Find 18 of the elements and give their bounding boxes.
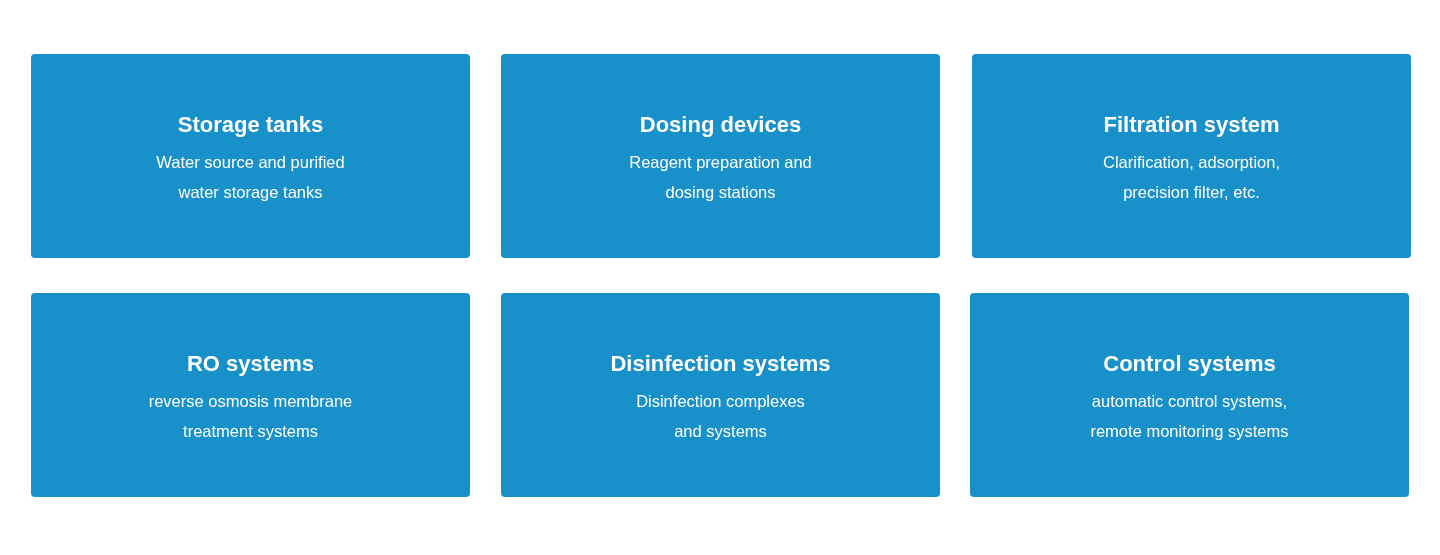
category-card	[970, 293, 1409, 497]
category-card	[972, 54, 1411, 258]
card-description: Disinfection complexes and systems	[635, 391, 806, 442]
card-title: Filtration system	[1103, 111, 1280, 139]
card-description: Reagent preparation and dosing stations	[628, 152, 813, 203]
card-title: Dosing devices	[639, 111, 802, 139]
card-description: reverse osmosis membrane treatment systems	[147, 391, 354, 442]
card-description: automatic control systems, remote monitoring systems	[1089, 391, 1290, 442]
category-card	[501, 54, 940, 258]
category-card	[501, 293, 940, 497]
card-title: Control systems	[1103, 350, 1276, 378]
card-title: Storage tanks	[177, 111, 324, 139]
card-description: Clarification, adsorption, precision filter, etc.	[1102, 152, 1281, 203]
card-title: Disinfection systems	[610, 350, 831, 378]
card-description: Water source and purified water storage tanks	[155, 152, 346, 203]
category-card	[31, 293, 470, 497]
card-title: RO systems	[186, 350, 315, 378]
category-card	[31, 54, 470, 258]
